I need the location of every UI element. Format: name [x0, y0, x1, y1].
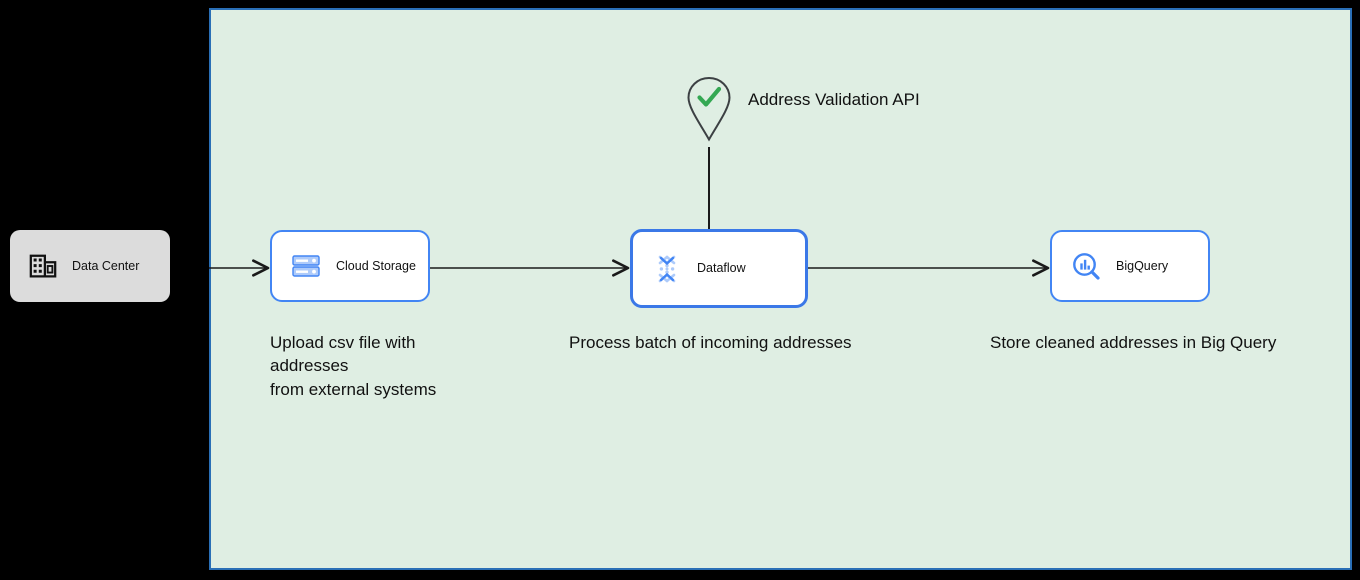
node-bigquery-label: BigQuery — [1116, 258, 1169, 273]
node-data-center-label: Data Center — [72, 258, 140, 273]
bigquery-icon — [1073, 253, 1100, 280]
node-dataflow-label: Dataflow — [697, 261, 746, 275]
data-center-icon — [29, 254, 57, 278]
validated-location-pin-icon[interactable] — [686, 76, 732, 142]
node-data-center[interactable]: Data Center — [10, 230, 170, 302]
node-dataflow[interactable]: Dataflow — [630, 229, 808, 308]
cloud-storage-icon — [292, 255, 320, 277]
address-validation-api-label: Address Validation API — [748, 90, 920, 109]
node-cloud-storage[interactable]: Cloud Storage — [270, 230, 430, 302]
node-bigquery[interactable]: BigQuery — [1050, 230, 1210, 302]
caption-dataflow: Process batch of incoming addresses — [569, 333, 852, 352]
caption-cloud-storage: Upload csv file with addresses from exte… — [270, 333, 437, 399]
node-cloud-storage-label: Cloud Storage — [336, 258, 416, 273]
caption-bigquery: Store cleaned addresses in Big Query — [990, 333, 1277, 352]
dataflow-icon — [658, 255, 676, 282]
